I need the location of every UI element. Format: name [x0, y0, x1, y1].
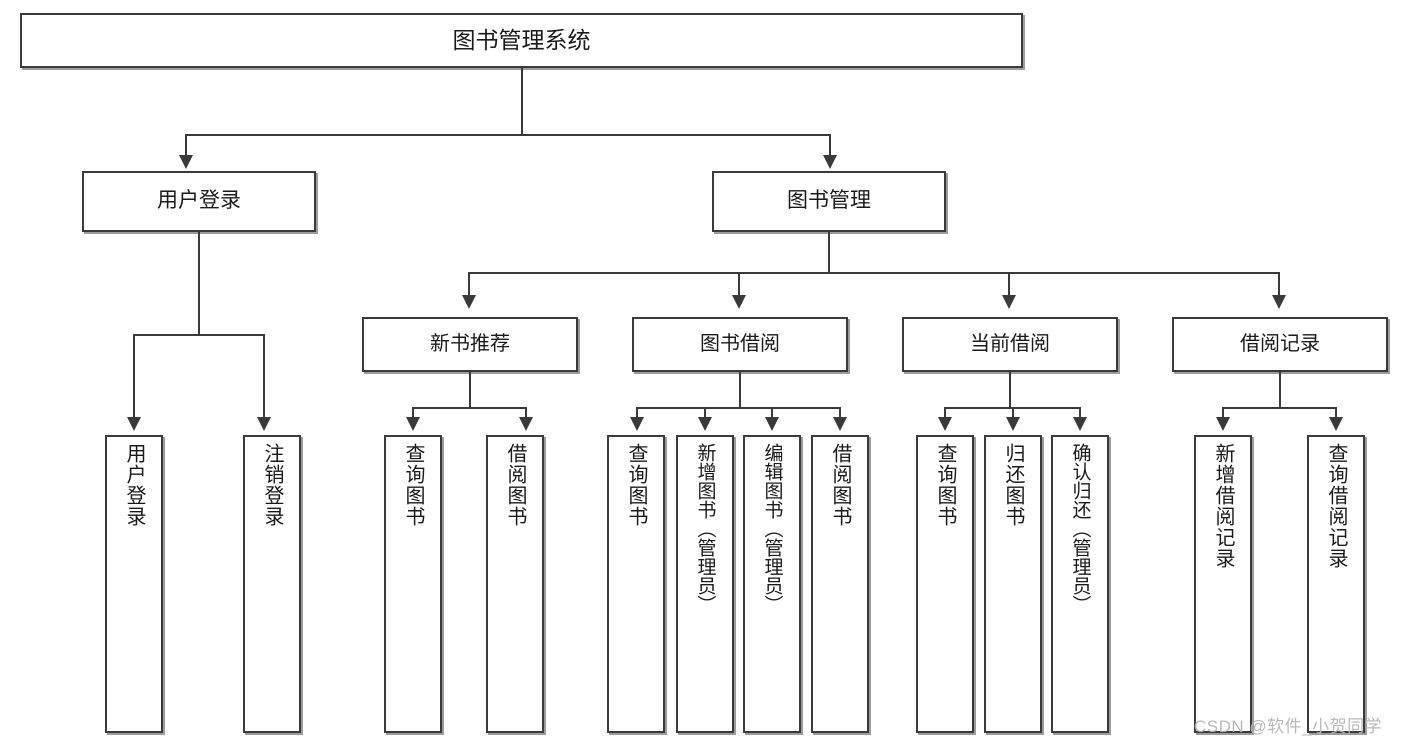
- arrowhead-leaf-query-book-1: [406, 417, 420, 431]
- arrowhead-leaf-add-book: [698, 417, 712, 431]
- connector-book-manage-drop-4: [1278, 272, 1280, 297]
- arrowhead-borrow-record: [1272, 295, 1286, 309]
- node-user-login[interactable]: 用户登录: [82, 171, 316, 232]
- connector-book-borrow-stem: [739, 372, 741, 408]
- node-label: 用户登录: [123, 443, 145, 527]
- connector-book-borrow-drop-1: [636, 407, 638, 419]
- node-label: 借阅记录: [1240, 332, 1320, 355]
- arrowhead-new-book-rec: [462, 295, 476, 309]
- leaf-add-borrow-record[interactable]: 新增借阅记录: [1194, 435, 1252, 733]
- node-label: 编辑图书（管理员）: [761, 443, 783, 614]
- node-label: 确认归还（管理员）: [1069, 443, 1091, 614]
- connector-new-book-rec-drop-2: [525, 407, 527, 419]
- leaf-return-book[interactable]: 归还图书: [984, 435, 1042, 733]
- connector-root-stem: [521, 68, 523, 135]
- watermark-text: CSDN @软件_小贺同学: [1194, 717, 1383, 736]
- connector-book-borrow-drop-3: [771, 407, 773, 419]
- node-label: 查询图书: [625, 443, 647, 527]
- leaf-logout-login[interactable]: 注销登录: [243, 435, 301, 733]
- connector-current-borrow-drop-3: [1079, 407, 1081, 419]
- leaf-borrow-book-2[interactable]: 借阅图书: [811, 435, 869, 733]
- arrowhead-leaf-query-record: [1329, 417, 1343, 431]
- arrowhead-leaf-query-book-2: [630, 417, 644, 431]
- leaf-confirm-return-admin[interactable]: 确认归还（管理员）: [1051, 435, 1109, 733]
- leaf-add-book-admin[interactable]: 新增图书（管理员）: [676, 435, 734, 733]
- connector-new-book-rec-bus: [412, 407, 527, 409]
- connector-current-borrow-stem: [1009, 372, 1011, 408]
- leaf-query-borrow-record[interactable]: 查询借阅记录: [1307, 435, 1365, 733]
- node-label: 新增图书（管理员）: [694, 443, 716, 614]
- node-borrow-record[interactable]: 借阅记录: [1172, 317, 1388, 372]
- connector-borrow-record-bus: [1222, 407, 1337, 409]
- arrowhead-leaf-return-book: [1006, 417, 1020, 431]
- arrowhead-leaf-borrow-book-1: [519, 417, 533, 431]
- leaf-borrow-book-1[interactable]: 借阅图书: [486, 435, 544, 733]
- leaf-edit-book-admin[interactable]: 编辑图书（管理员）: [743, 435, 801, 733]
- node-label: 查询图书: [402, 443, 424, 527]
- connector-current-borrow-drop-1: [944, 407, 946, 419]
- arrowhead-book-borrow: [732, 295, 746, 309]
- node-book-borrow[interactable]: 图书借阅: [632, 317, 848, 372]
- connector-user-login-drop-1: [133, 334, 135, 419]
- node-new-book-rec[interactable]: 新书推荐: [362, 317, 578, 372]
- node-label: 当前借阅: [970, 332, 1050, 355]
- connector-book-manage-drop-3: [1008, 272, 1010, 297]
- connector-user-login-drop-2: [263, 334, 265, 419]
- arrowhead-leaf-query-book-3: [938, 417, 952, 431]
- connector-root-drop-right: [829, 134, 831, 157]
- node-label: 图书管理系统: [452, 26, 591, 53]
- arrowhead-book-manage: [823, 155, 837, 169]
- arrowhead-leaf-borrow-book-2: [833, 417, 847, 431]
- node-label: 查询借阅记录: [1325, 443, 1347, 569]
- connector-book-borrow-drop-4: [839, 407, 841, 419]
- connector-current-borrow-drop-2: [1012, 407, 1014, 419]
- node-label: 借阅图书: [504, 443, 526, 527]
- connector-user-login-bus: [133, 334, 265, 336]
- node-root-book-management-system[interactable]: 图书管理系统: [20, 13, 1023, 68]
- arrowhead-leaf-logout: [257, 417, 271, 431]
- connector-book-manage-stem: [828, 232, 830, 273]
- node-label: 图书管理: [787, 189, 871, 213]
- leaf-query-book-1[interactable]: 查询图书: [384, 435, 442, 733]
- arrowhead-leaf-user-login: [127, 417, 141, 431]
- node-label: 用户登录: [157, 189, 241, 213]
- connector-root-bus: [185, 134, 830, 136]
- connector-book-borrow-drop-2: [704, 407, 706, 419]
- connector-user-login-stem: [198, 232, 200, 335]
- leaf-user-login[interactable]: 用户登录: [105, 435, 163, 733]
- node-label: 注销登录: [261, 443, 283, 527]
- connector-book-borrow-bus: [636, 407, 840, 409]
- node-label: 查询图书: [934, 443, 956, 527]
- node-label: 归还图书: [1002, 443, 1024, 527]
- connector-borrow-record-drop-2: [1335, 407, 1337, 419]
- connector-root-drop-left: [185, 134, 187, 157]
- node-label: 图书借阅: [700, 332, 780, 355]
- connector-new-book-rec-drop-1: [412, 407, 414, 419]
- arrowhead-leaf-confirm-return: [1073, 417, 1087, 431]
- arrowhead-user-login: [179, 155, 193, 169]
- node-book-manage[interactable]: 图书管理: [712, 171, 946, 232]
- node-label: 借阅图书: [829, 443, 851, 527]
- connector-new-book-rec-stem: [469, 372, 471, 408]
- connector-book-manage-drop-2: [738, 272, 740, 297]
- leaf-query-book-3[interactable]: 查询图书: [916, 435, 974, 733]
- node-label: 新书推荐: [430, 332, 510, 355]
- connector-book-manage-drop-1: [468, 272, 470, 297]
- connector-book-manage-bus: [468, 272, 1280, 274]
- node-label: 新增借阅记录: [1212, 443, 1234, 569]
- connector-borrow-record-drop-1: [1222, 407, 1224, 419]
- arrowhead-leaf-edit-book: [765, 417, 779, 431]
- node-current-borrow[interactable]: 当前借阅: [902, 317, 1118, 372]
- arrowhead-current-borrow: [1002, 295, 1016, 309]
- connector-borrow-record-stem: [1279, 372, 1281, 408]
- leaf-query-book-2[interactable]: 查询图书: [607, 435, 665, 733]
- arrowhead-leaf-add-record: [1216, 417, 1230, 431]
